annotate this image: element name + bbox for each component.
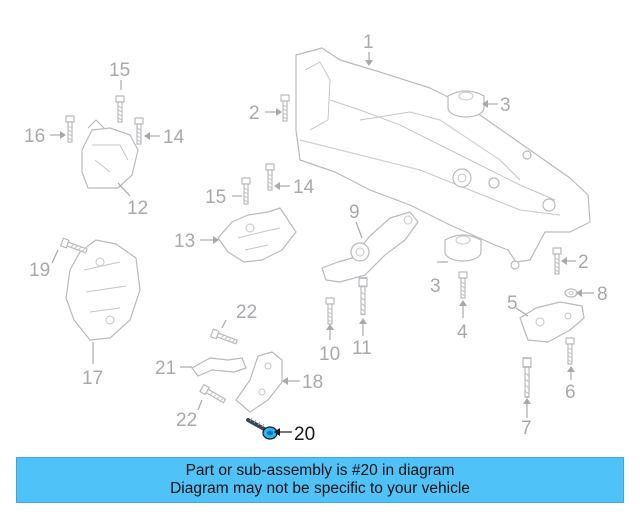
bolt-16 xyxy=(65,115,75,143)
callout-22-upper[interactable]: 22 xyxy=(236,302,257,323)
callout-2-upper[interactable]: 2 xyxy=(249,103,260,124)
callout-10[interactable]: 10 xyxy=(319,344,340,365)
engine-mount-part xyxy=(81,119,139,189)
callout-14-center[interactable]: 14 xyxy=(293,177,315,198)
callout-3-upper[interactable]: 3 xyxy=(500,95,511,116)
bolt-22-upper xyxy=(210,328,239,347)
callout-3-lower[interactable]: 3 xyxy=(430,276,441,297)
callout-16[interactable]: 16 xyxy=(24,126,45,147)
bushing-part-top xyxy=(447,90,485,118)
callout-9[interactable]: 9 xyxy=(349,202,360,223)
callout-19[interactable]: 19 xyxy=(29,260,50,281)
mounting-bracket-part xyxy=(235,351,283,413)
bolt-10 xyxy=(325,297,335,325)
bolt-14-left xyxy=(134,117,144,145)
bolt-2-lower xyxy=(552,247,562,275)
callout-1[interactable]: 1 xyxy=(363,32,374,53)
leader-lines xyxy=(50,52,594,436)
highlighted-bolt-20 xyxy=(246,417,278,440)
callout-18[interactable]: 18 xyxy=(302,372,323,393)
bolt-19 xyxy=(60,237,89,256)
info-banner: Part or sub-assembly is #20 in diagram D… xyxy=(16,457,624,503)
bracket-part xyxy=(519,301,585,343)
callout-8[interactable]: 8 xyxy=(597,284,608,305)
callout-2-lower[interactable]: 2 xyxy=(578,252,589,273)
callout-4[interactable]: 4 xyxy=(457,322,468,343)
callout-15-center[interactable]: 15 xyxy=(205,187,226,208)
bolt-22-lower xyxy=(199,383,228,406)
bolt-6 xyxy=(565,337,575,365)
bolt-7 xyxy=(522,357,532,398)
banner-line-disclaimer: Diagram may not be specific to your vehi… xyxy=(170,480,470,497)
parts-diagram: 1 2 3 2 3 4 5 6 7 8 9 10 11 12 13 14 14 … xyxy=(24,32,608,445)
callout-21[interactable]: 21 xyxy=(155,358,176,379)
callout-22-lower[interactable]: 22 xyxy=(176,410,197,431)
callout-17[interactable]: 17 xyxy=(82,368,103,389)
small-bracket-part xyxy=(191,357,247,377)
subframe-part xyxy=(295,47,591,270)
callout-7[interactable]: 7 xyxy=(521,418,532,439)
bolt-15-top xyxy=(115,95,125,123)
callout-15-top[interactable]: 15 xyxy=(109,60,130,81)
bolt-14-center xyxy=(265,163,275,191)
washer-part xyxy=(564,288,578,298)
bolt-2-upper xyxy=(280,94,290,122)
bolt-11 xyxy=(358,277,368,316)
callout-12[interactable]: 12 xyxy=(127,198,148,219)
callout-14-left[interactable]: 14 xyxy=(163,127,185,148)
callout-11[interactable]: 11 xyxy=(352,338,372,359)
torque-rod-part xyxy=(321,211,419,283)
callout-5[interactable]: 5 xyxy=(507,293,518,314)
transmission-bracket-part xyxy=(65,239,141,341)
bolt-4 xyxy=(458,271,468,299)
bolt-15-center xyxy=(241,177,251,205)
bushing-part-lower xyxy=(444,234,482,262)
banner-line-part-number: Part or sub-assembly is #20 in diagram xyxy=(185,462,455,479)
mount-bracket-part xyxy=(217,207,297,263)
callout-6[interactable]: 6 xyxy=(565,382,576,403)
callout-13[interactable]: 13 xyxy=(174,231,195,252)
callout-20[interactable]: 20 xyxy=(294,424,315,445)
